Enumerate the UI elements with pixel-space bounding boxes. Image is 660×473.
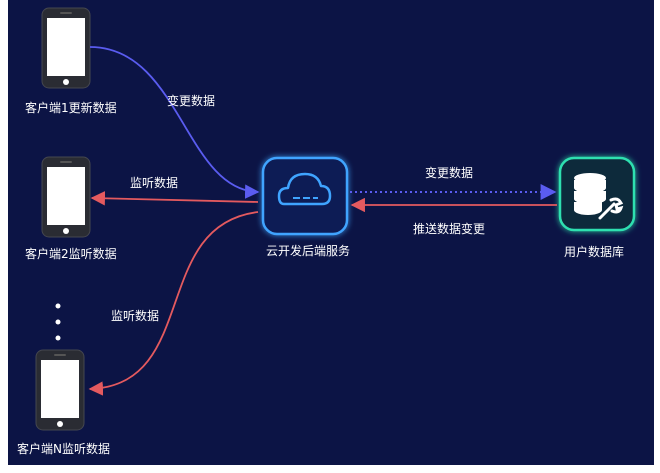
database-label: 用户数据库 <box>564 245 625 259</box>
client1-label: 客户端1更新数据 <box>25 101 117 115</box>
database-node <box>558 156 636 232</box>
arrow-server-to-client2 <box>90 191 259 206</box>
cloud-icon <box>277 172 332 206</box>
edge-label-server-to-clientn: 监听数据 <box>111 309 160 323</box>
clientn-label: 客户端N监听数据 <box>17 442 110 456</box>
client1-phone-icon <box>41 7 91 89</box>
client2-phone-icon <box>41 156 91 238</box>
clientn-phone-icon <box>35 349 85 431</box>
ellipsis-dots <box>55 303 61 341</box>
edge-label-server-to-database: 变更数据 <box>425 166 474 180</box>
server-node <box>261 156 349 236</box>
arrow-server-to-clientn <box>88 211 259 396</box>
server-label: 云开发后端服务 <box>266 244 351 258</box>
edge-label-server-to-client2: 监听数据 <box>130 176 179 190</box>
client2-label: 客户端2监听数据 <box>25 247 117 261</box>
arrow-client1-to-server <box>89 46 260 199</box>
edge-label-client1-to-server: 变更数据 <box>167 94 216 108</box>
database-wrench-icon <box>574 173 624 220</box>
edge-label-database-to-server: 推送数据变更 <box>413 222 486 236</box>
